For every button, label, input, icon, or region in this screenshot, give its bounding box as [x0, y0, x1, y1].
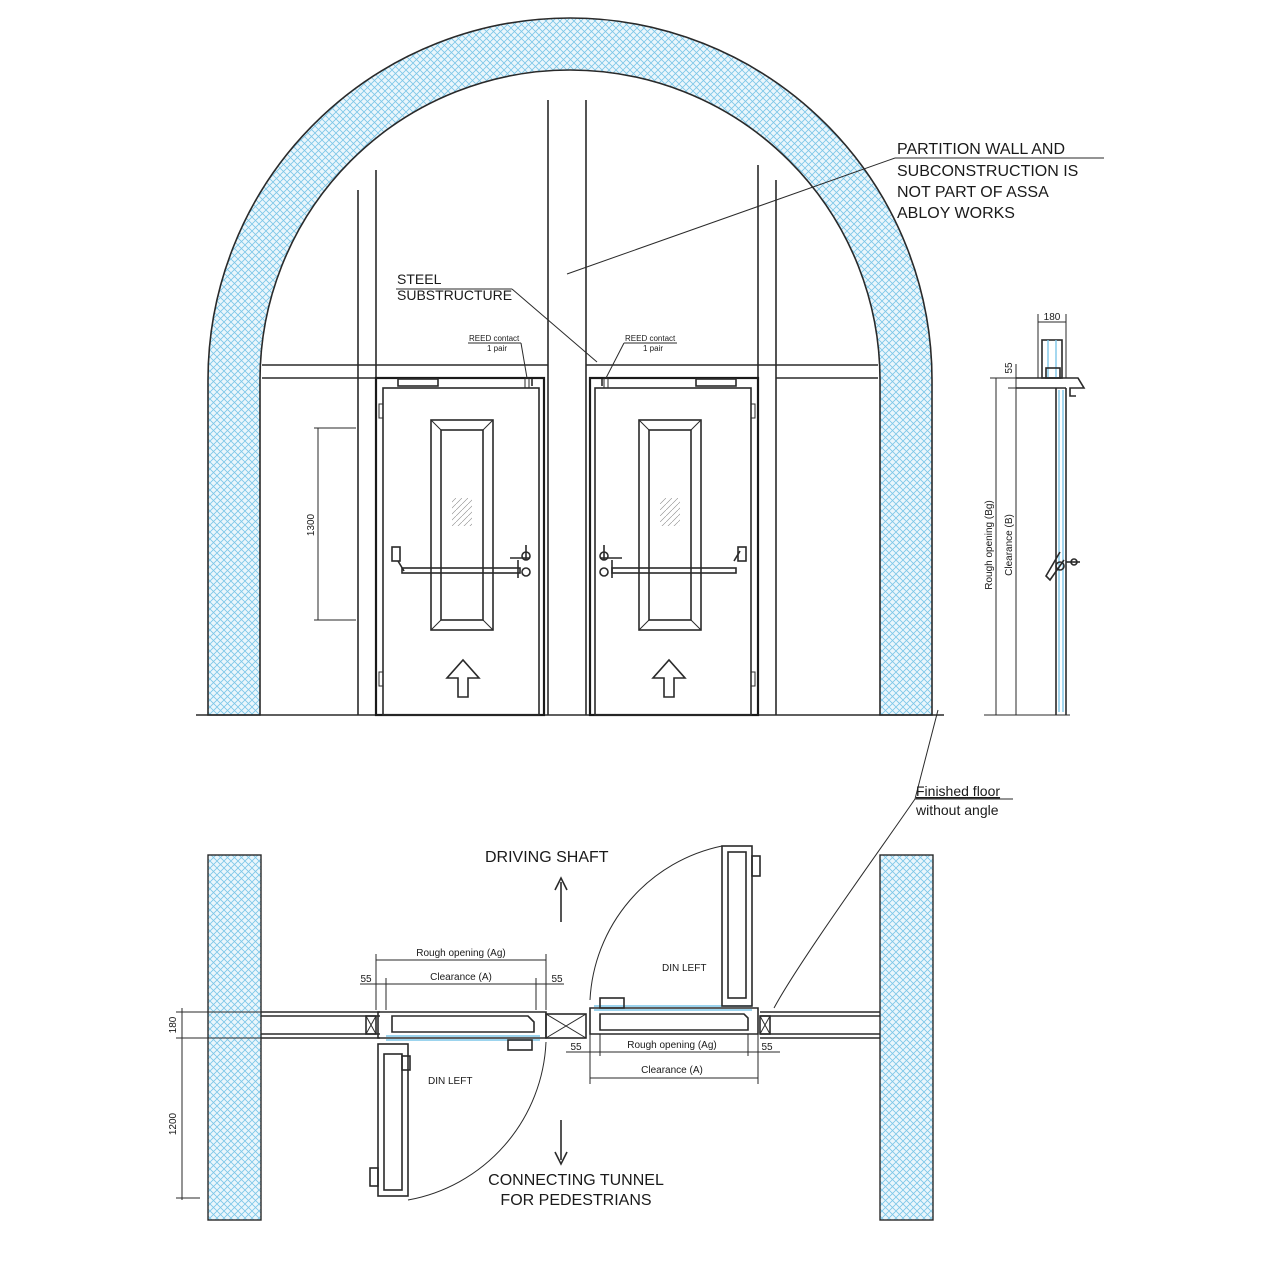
left-plan-dimensions: Rough opening (Ag) Clearance (A) 55 55 [360, 948, 564, 1010]
side-wall-thickness-label: 180 [1044, 312, 1061, 323]
right-door [588, 376, 760, 717]
reed-contact-right: REED contact 1 pair [605, 334, 677, 379]
tunnel-label-1: CONNECTING TUNNEL [488, 1172, 664, 1189]
partition-posts [357, 100, 777, 715]
rough-opening-ag-label-2: Rough opening (Ag) [627, 1040, 717, 1051]
direction-arrow-down [554, 1120, 568, 1166]
finished-floor-line-2: without angle [915, 802, 999, 818]
reed-contact-left-line-2: 1 pair [487, 344, 507, 353]
rough-opening-bg-label: Rough opening (Bg) [984, 500, 995, 590]
swing-depth-label: 1200 [168, 1112, 179, 1135]
frame-right-label-1: 55 [551, 974, 563, 985]
frame-left-label-2: 55 [570, 1042, 582, 1053]
reed-contact-right-line-2: 1 pair [643, 344, 663, 353]
clearance-a-label-1: Clearance (A) [430, 972, 492, 983]
finished-floor-line-1: Finished floor [916, 783, 1000, 799]
side-top-gap-label: 55 [1004, 362, 1015, 374]
reed-contact-left-line-1: REED contact [469, 334, 520, 343]
driving-shaft-label: DRIVING SHAFT [485, 849, 609, 866]
transom-rails [262, 364, 878, 379]
finished-floor-note: Finished floor without angle [773, 709, 1013, 1009]
din-left-label-1: DIN LEFT [428, 1076, 472, 1087]
din-left-label-2: DIN LEFT [662, 963, 706, 974]
partition-note-line-1: PARTITION WALL AND [897, 141, 1065, 158]
right-door-plan: DIN LEFT [589, 845, 761, 1035]
rough-opening-ag-label-1: Rough opening (Ag) [416, 948, 506, 959]
partition-note: PARTITION WALL AND SUBCONSTRUCTION IS NO… [566, 141, 1104, 275]
right-plan-dimensions: Rough opening (Ag) Clearance (A) 55 55 [566, 1034, 780, 1084]
clearance-b-label: Clearance (B) [1004, 514, 1015, 576]
plan-partition [261, 1011, 880, 1039]
plan-vertical-dimensions: 180 1200 [168, 1008, 370, 1200]
left-door-plan: DIN LEFT [369, 1011, 547, 1201]
tunnel-label-2: FOR PEDESTRIANS [500, 1192, 651, 1209]
plan-wall-thickness-label: 180 [168, 1016, 179, 1033]
direction-arrow-up [554, 876, 568, 922]
plan-wall-right [879, 854, 934, 1221]
handle-height-dimension: 1300 [306, 427, 356, 621]
left-door [374, 376, 546, 717]
side-section: 180 55 Rough opening (Bg) Clearance (B) [984, 312, 1086, 716]
frame-right-label-2: 55 [761, 1042, 773, 1053]
partition-note-line-2: SUBCONSTRUCTION IS [897, 163, 1078, 180]
steel-note-line-1: STEEL [397, 271, 442, 287]
frame-left-label-1: 55 [360, 974, 372, 985]
reed-contact-left: REED contact 1 pair [468, 334, 528, 379]
arch-wall [207, 17, 933, 716]
reed-contact-right-line-1: REED contact [625, 334, 676, 343]
steel-note-line-2: SUBSTRUCTURE [397, 287, 512, 303]
steel-note: STEEL SUBSTRUCTURE [396, 271, 598, 363]
partition-note-line-3: NOT PART OF ASSA [897, 184, 1049, 201]
clearance-a-label-2: Clearance (A) [641, 1065, 703, 1076]
partition-note-line-4: ABLOY WORKS [897, 205, 1015, 222]
handle-height-label: 1300 [306, 513, 317, 536]
